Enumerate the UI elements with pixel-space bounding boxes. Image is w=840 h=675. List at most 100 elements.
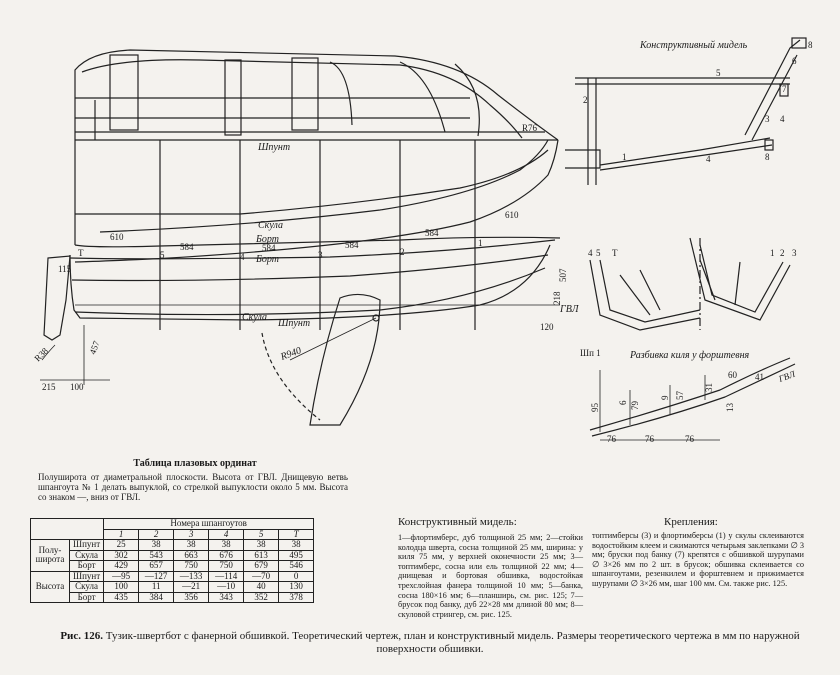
dim-120: 120	[540, 322, 554, 332]
table-cell: 38	[243, 539, 280, 551]
dim-215: 215	[42, 382, 56, 392]
keel-95: 95	[590, 403, 600, 413]
label-shp1: Шп 1	[580, 348, 601, 358]
dim-507: 507	[558, 268, 568, 282]
table-cell: —70	[243, 570, 280, 582]
keel-layout-title: Разбивка киля у форштевня	[629, 350, 750, 361]
table-cell: 38	[138, 539, 175, 551]
label-shpunt-bottom: Шпунт	[277, 318, 310, 329]
table-cell: —114	[208, 570, 245, 582]
keel-31: 31	[704, 383, 714, 392]
keel-79: 79	[630, 401, 640, 411]
table-cell: 11	[138, 581, 175, 593]
mid-num-5: 5	[716, 68, 721, 78]
station-T: Т	[78, 248, 84, 258]
bodyplan-3: 3	[792, 248, 797, 258]
keel-41: 41	[755, 372, 764, 382]
half-breadth-view	[74, 139, 561, 330]
table-note: Полуширота от диаметральной плоскости. В…	[38, 472, 348, 502]
station-3: 3	[318, 250, 323, 260]
station-col: 2	[138, 528, 175, 540]
row-label: Борт	[68, 560, 105, 572]
dim-100: 100	[70, 382, 84, 392]
table-cell: 38	[278, 539, 315, 551]
station-col: 1	[103, 528, 140, 540]
dim-584-2: 584	[262, 243, 276, 253]
table-cell: 543	[138, 549, 175, 561]
station-2: 2	[400, 247, 405, 257]
table-cell: 495	[278, 549, 315, 561]
mid-num-7: 7	[782, 84, 787, 94]
fastening-title: Крепления:	[664, 516, 718, 528]
station-col: 4	[208, 528, 245, 540]
table-cell: 676	[208, 549, 245, 561]
bodyplan-1: 1	[770, 248, 775, 258]
table-cell: 384	[138, 591, 175, 603]
table-cell: 429	[103, 560, 140, 572]
figure-caption: Рис. 126. Тузик-швертбот с фанерной обши…	[40, 630, 820, 656]
dim-584-4: 584	[425, 228, 439, 238]
station-5: 5	[160, 250, 165, 260]
table-corner	[29, 518, 105, 540]
keel-60: 60	[728, 370, 738, 380]
keel-13: 13	[725, 403, 735, 413]
station-col: 3	[173, 528, 210, 540]
table-cell: 356	[173, 591, 210, 603]
table-cell: 378	[278, 591, 315, 603]
keel-6: 6	[618, 400, 628, 405]
dim-115: 115	[58, 264, 72, 274]
table-cell: 25	[103, 539, 140, 551]
table-cell: 40	[243, 581, 280, 593]
table-cell: 38	[208, 539, 245, 551]
label-skula-bottom: Скула	[242, 312, 267, 323]
label-r76: R76	[522, 123, 538, 133]
station-4: 4	[240, 252, 245, 262]
keel-layout-view	[589, 357, 796, 441]
table-cell: —133	[173, 570, 210, 582]
table-cell: —10	[208, 581, 245, 593]
table-cell: —21	[173, 581, 210, 593]
table-cell: 750	[173, 560, 210, 572]
bodyplan-T: Т	[612, 248, 618, 258]
station-col: 5	[243, 528, 280, 540]
table-cell: 663	[173, 549, 210, 561]
figure-caption-text: Тузик-швертбот с фанерной обшивкой. Теор…	[105, 630, 800, 655]
mid-num-1: 1	[622, 152, 627, 162]
row-label: Скула	[68, 581, 105, 593]
keel-76-3: 76	[685, 434, 695, 444]
keel-57: 57	[675, 391, 685, 401]
group-label: Полу-широта	[30, 539, 70, 572]
label-shpunt-top: Шпунт	[257, 142, 290, 153]
table-cell: 100	[103, 581, 140, 593]
table-cell: 130	[278, 581, 315, 593]
mid-num-6: 6	[792, 56, 797, 66]
keel-76-2: 76	[645, 434, 655, 444]
table-cell: 38	[173, 539, 210, 551]
mid-num-3: 3	[765, 114, 770, 124]
label-bort-top: Борт	[255, 234, 279, 245]
table-cell: 435	[103, 591, 140, 603]
mid-section-view	[565, 37, 807, 185]
label-bort-mid: Борт	[255, 254, 279, 265]
station-col: Т	[278, 528, 315, 540]
legend-title: Конструктивный мидель:	[398, 516, 517, 528]
label-r38: R38	[32, 345, 50, 363]
table-cell: —127	[138, 570, 175, 582]
table-cell: 302	[103, 549, 140, 561]
station-1: 1	[478, 238, 483, 248]
mid-num-2: 2	[583, 95, 588, 105]
table-cell: 657	[138, 560, 175, 572]
dim-584-3: 584	[345, 240, 359, 250]
row-label: Шпунт	[68, 570, 105, 582]
dim-457: 457	[87, 339, 101, 356]
table-title: Таблица плазовых ординат	[133, 458, 257, 469]
group-label: Высота	[30, 570, 70, 603]
bodyplan-4: 4	[588, 248, 593, 258]
body-plan-view	[589, 237, 791, 331]
keel-9: 9	[660, 395, 670, 400]
mid-num-4b: 4	[706, 154, 711, 164]
mid-num-8a: 8	[808, 40, 813, 50]
row-label: Скула	[68, 549, 105, 561]
table-header: Номера шпангоутов	[103, 518, 315, 530]
table-cell: 546	[278, 560, 315, 572]
